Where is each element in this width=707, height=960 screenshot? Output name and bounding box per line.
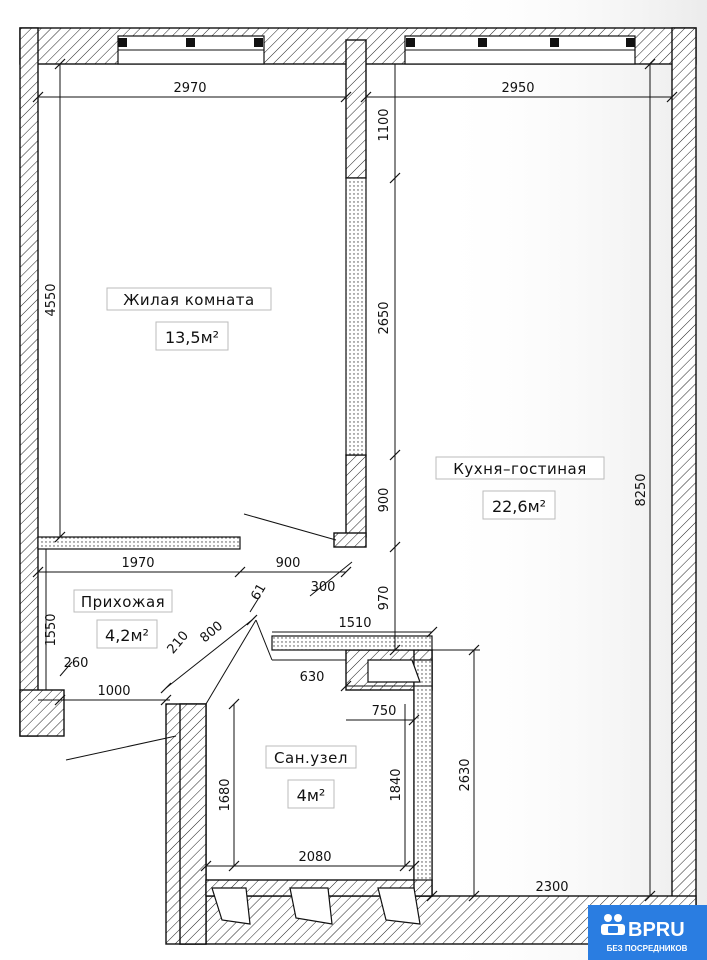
dim-1000: 1000 [97,684,130,699]
room-labels: Жилая комната 13,5м² Кухня–гостиная 22,6… [73,287,605,809]
dim-2950: 2950 [501,81,534,96]
dim-970: 970 [377,586,392,611]
dimension-labels: 2970 2950 1100 4550 2650 900 8250 1970 9… [44,81,649,895]
dim-2300: 2300 [535,880,568,895]
dim-900-vertical: 900 [377,488,392,513]
dim-800: 800 [197,619,226,646]
bedroom-area: 13,5м² [165,328,219,347]
dim-8250: 8250 [634,473,649,506]
dim-1510: 1510 [338,616,371,631]
dim-61: 61 [248,581,269,603]
dim-1970: 1970 [121,556,154,571]
dim-260: 260 [64,656,89,671]
logo-brand: BPRU [628,919,685,941]
dimension-lines [32,58,678,902]
dim-4550: 4550 [44,283,59,316]
dim-1840: 1840 [389,768,404,801]
partitions [37,177,433,881]
dim-2970: 2970 [173,81,206,96]
dim-750: 750 [372,704,397,719]
kitchen-name: Кухня–гостиная [453,460,587,478]
dim-210: 210 [165,628,192,657]
bath-name: Сан.узел [274,749,348,767]
windows [117,35,636,65]
hall-name: Прихожая [81,593,165,611]
bedroom-name: Жилая комната [123,291,254,309]
dim-1100: 1100 [377,108,392,141]
dim-1550: 1550 [44,613,59,646]
hall-area: 4,2м² [105,626,149,645]
kitchen-area: 22,6м² [492,497,546,516]
bath-area: 4м² [297,786,326,805]
dim-630: 630 [300,670,325,685]
dim-2080: 2080 [298,850,331,865]
door-swings [65,513,346,761]
dim-2650: 2650 [377,301,392,334]
logo-tagline: БЕЗ ПОСРЕДНИКОВ [607,944,688,953]
sanitary-fixtures [211,659,421,925]
dim-1680: 1680 [218,778,233,811]
dim-300: 300 [311,580,336,595]
background-shade [430,0,707,960]
dim-900-horizontal: 900 [276,556,301,571]
bpru-logo: BPRU БЕЗ ПОСРЕДНИКОВ [588,905,707,960]
dim-2630: 2630 [458,758,473,791]
people-icon [601,914,625,935]
